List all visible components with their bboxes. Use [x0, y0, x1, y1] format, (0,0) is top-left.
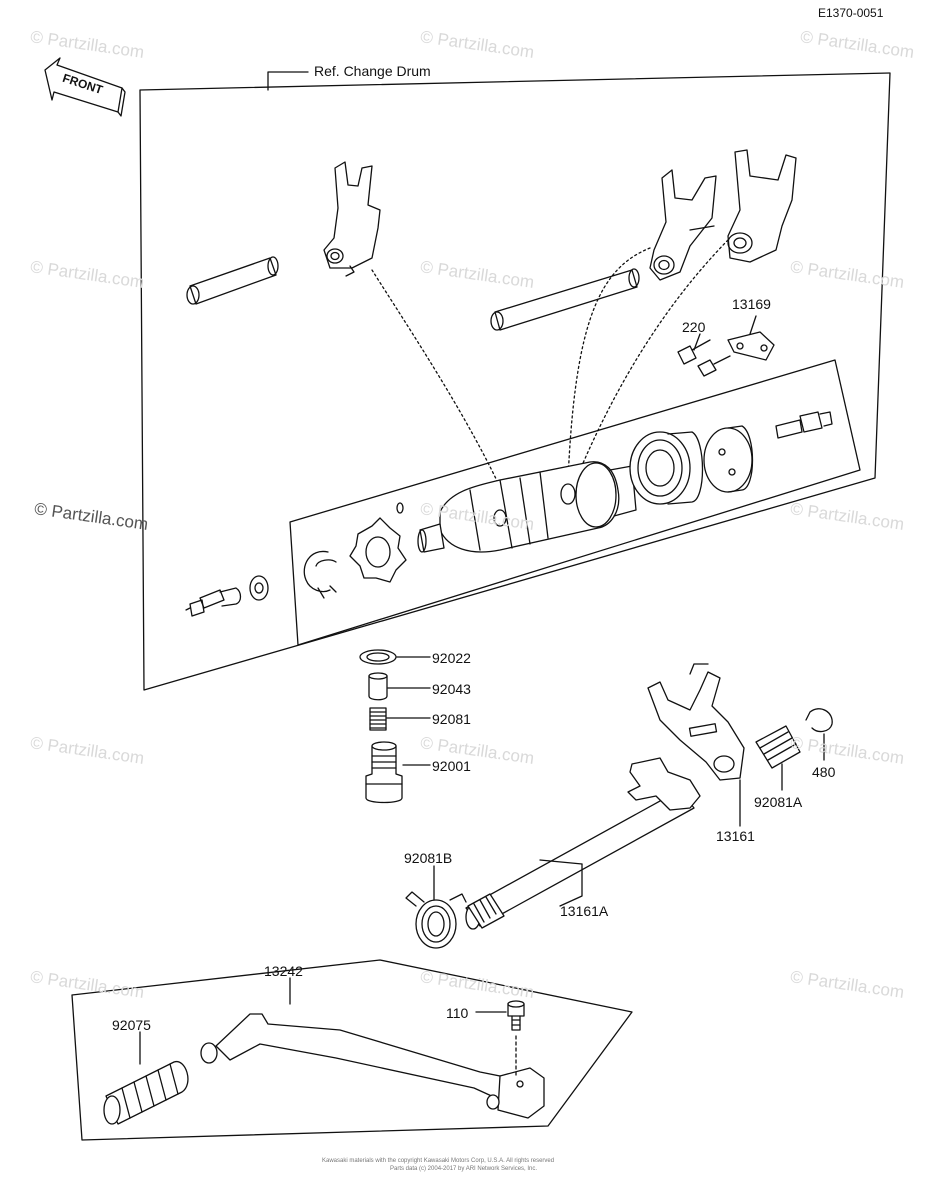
pedal-frame: [71, 959, 633, 1141]
plug-92001: [365, 741, 403, 804]
callout-13242: 13242: [264, 963, 303, 979]
ref-bracket: [267, 71, 309, 91]
gear-shift-shaft: [465, 789, 695, 930]
callout-13161A: 13161A: [560, 903, 609, 919]
callout-92022: 92022: [432, 650, 471, 666]
ref-change-drum-label: Ref. Change Drum: [314, 63, 431, 79]
drum-pin-bolt: [775, 411, 833, 439]
circlip-480: [805, 708, 833, 733]
pin-92043: [368, 672, 388, 701]
callout-13169: 13169: [732, 296, 771, 312]
leader-line: [693, 333, 701, 351]
neutral-switch: [185, 587, 242, 617]
plate-13169: [727, 331, 775, 361]
copyright-line-1: Kawasaki materials with the copyright Ka…: [322, 1158, 555, 1164]
shift-fork-middle: [649, 169, 717, 281]
assembly-frame-outer: [139, 72, 891, 691]
callout-92075: 92075: [112, 1017, 151, 1033]
circlip: [303, 550, 337, 599]
leader-line: [749, 315, 757, 335]
callout-92081B: 92081B: [404, 850, 453, 866]
callout-220: 220: [682, 319, 706, 335]
shift-arm: [627, 663, 745, 811]
callout-92043: 92043: [432, 681, 471, 697]
shift-fork-right: [727, 149, 797, 263]
bolt-110: [507, 1000, 525, 1077]
shift-rod-left: [186, 256, 279, 305]
leader-line: [539, 859, 583, 865]
shift-rod-right: [490, 268, 640, 331]
callout-13161: 13161: [716, 828, 755, 844]
assembly-frame-inner: [289, 359, 861, 646]
rubber-92075: [103, 1061, 189, 1125]
star-plate: [349, 517, 407, 583]
callout-92081: 92081: [432, 711, 471, 727]
callout-110: 110: [446, 1005, 469, 1021]
callout-92001: 92001: [432, 758, 471, 774]
copyright-line-2: Parts data (c) 2004-2017 by ARI Network …: [390, 1166, 538, 1172]
diagram-code: E1370-0051: [818, 6, 884, 20]
drum-pin: [396, 502, 404, 514]
fork-guide-line: [371, 269, 506, 499]
callout-92081A: 92081A: [754, 794, 803, 810]
shift-pedal-13242: [200, 1013, 545, 1119]
spring-92081: [369, 707, 387, 731]
washer: [249, 575, 269, 601]
leader-line: [559, 863, 583, 907]
shift-fork-left: [323, 161, 381, 277]
bolt-220: [677, 339, 731, 377]
cam-plate: [703, 425, 754, 493]
return-spring-92081B: [405, 891, 467, 949]
washer-92022: [359, 649, 397, 665]
fork-guide-line: [567, 247, 651, 481]
front-arrow-icon: [44, 57, 126, 117]
spring-92081A: [755, 725, 801, 769]
change-drum: [417, 461, 637, 553]
callout-480: 480: [812, 764, 836, 780]
bearing: [629, 431, 704, 505]
